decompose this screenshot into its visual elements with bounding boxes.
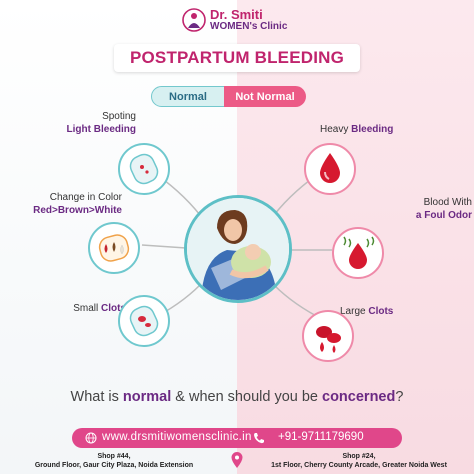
address-2-line2: 1st Floor, Cherry County Arcade, Greater… bbox=[271, 462, 447, 469]
not-normal-item-3-label: Large Clots bbox=[340, 305, 460, 318]
address-1-line2: Ground Floor, Gaur City Plaza, Noida Ext… bbox=[34, 462, 194, 469]
clinic-logo-icon bbox=[182, 8, 206, 32]
small-clots-circle bbox=[118, 295, 170, 347]
question-concerned: concerned bbox=[322, 389, 396, 405]
clinic-logo[interactable]: Dr. Smiti WOMEN's Clinic bbox=[182, 6, 322, 36]
normal-item-1-line2: Light Bleeding bbox=[66, 124, 136, 135]
not-normal-item-3-line2: Clots bbox=[368, 306, 394, 317]
large-clots-circle bbox=[302, 310, 354, 362]
normal-item-3-label: Small Clots bbox=[6, 302, 126, 315]
light-bleeding-circle bbox=[118, 143, 170, 195]
address-2-line1: Shop #24, bbox=[342, 453, 376, 460]
large-clots-icon bbox=[316, 326, 341, 353]
not-normal-tab[interactable]: Not Normal bbox=[224, 86, 306, 107]
question-part5: ? bbox=[395, 389, 404, 405]
normal-item-3-line2: Clots bbox=[101, 303, 126, 314]
address-1: Shop #44, Ground Floor, Gaur City Plaza,… bbox=[0, 452, 228, 470]
question-part3: & when should you be bbox=[171, 389, 323, 405]
not-normal-item-2-line2: a Foul Odor bbox=[415, 210, 472, 221]
not-normal-item-2-label: Blood With a Foul Odor bbox=[360, 196, 472, 222]
website-link[interactable]: www.drsmitiwomensclinic.in bbox=[102, 431, 252, 443]
not-normal-item-3-line1: Large bbox=[340, 306, 366, 317]
question-text: What is normal & when should you be conc… bbox=[0, 389, 474, 405]
phone-link[interactable]: +91-9711179690 bbox=[278, 431, 364, 443]
question-normal: normal bbox=[122, 389, 172, 405]
page-title: POSTPARTUM BLEEDING bbox=[129, 48, 345, 67]
title-box bbox=[114, 44, 360, 72]
foul-odor-circle bbox=[332, 227, 384, 279]
contact-bar bbox=[72, 428, 402, 448]
normal-item-1-label: Spoting Light Bleeding bbox=[16, 110, 136, 136]
foul-odor-drop-icon bbox=[343, 236, 375, 269]
mother-holding-baby-icon bbox=[187, 198, 289, 300]
address-2: Shop #24, 1st Floor, Cherry County Arcad… bbox=[244, 452, 474, 470]
mother-baby-illustration bbox=[184, 195, 292, 303]
question-part1: What is bbox=[70, 389, 123, 405]
normal-tab[interactable]: Normal bbox=[151, 86, 225, 107]
normal-item-3-line1: Small bbox=[73, 303, 99, 314]
normal-item-2-line1: Change in Color bbox=[49, 192, 122, 203]
light-bleeding-pad-icon bbox=[129, 153, 159, 185]
color-change-circle bbox=[88, 222, 140, 274]
not-normal-item-2-line1: Blood With bbox=[423, 197, 472, 208]
clinic-name-line1: Dr. Smiti bbox=[210, 7, 263, 22]
heavy-bleeding-circle bbox=[304, 143, 356, 195]
normal-item-1-line1: Spoting bbox=[102, 111, 136, 122]
normal-item-2-label: Change in Color Red>Brown>White bbox=[2, 191, 122, 217]
globe-icon bbox=[85, 432, 97, 444]
not-normal-item-1-label: Heavy Bleeding bbox=[320, 123, 440, 136]
phone-icon bbox=[254, 433, 264, 444]
not-normal-item-1-line1: Heavy bbox=[320, 124, 349, 135]
address-1-line1: Shop #44, bbox=[97, 453, 131, 460]
normal-item-2-line2: Red>Brown>White bbox=[33, 205, 122, 216]
clinic-name-line2: WOMEN's Clinic bbox=[210, 21, 288, 32]
small-clots-pad-icon bbox=[129, 305, 159, 337]
not-normal-item-1-line2: Bleeding bbox=[351, 124, 394, 135]
color-change-drops-icon bbox=[98, 234, 130, 262]
location-pin-icon bbox=[231, 452, 243, 468]
heavy-bleeding-drop-icon bbox=[320, 153, 340, 183]
